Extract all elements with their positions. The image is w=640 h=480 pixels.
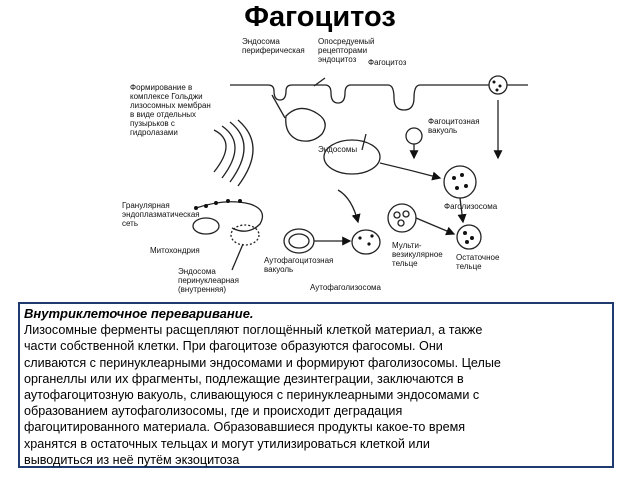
multivesicular-body (387, 203, 417, 233)
textbox-line: образованием аутофаголизосомы, где и про… (24, 404, 403, 419)
label-endosomes: Эндосомы (318, 145, 357, 154)
residual-body (456, 224, 482, 250)
exocytosis-vesicle (488, 75, 508, 95)
textbox-body: Лизосомные ферменты расщепляют поглощённ… (24, 322, 606, 468)
textbox-line: выводиться из неё путём экзоцитоза (24, 452, 240, 467)
autophagolysosome (351, 229, 381, 255)
label-phagocytosis: Фагоцитоз (368, 58, 407, 67)
textbox-line: части собственной клетки. При фагоцитозе… (24, 339, 443, 354)
label-mitochondrion: Митохондрия (150, 246, 200, 255)
textbox-line: аутофагоцитозную вакуоль, сливающуюся с … (24, 388, 480, 403)
slide-title: Фагоцитоз (244, 1, 396, 33)
golgi-complex (213, 119, 254, 187)
phagocytic-vacuole (405, 127, 423, 145)
textbox-line: хранятся в остаточных тельцах и могут ут… (24, 436, 430, 451)
peripheral-endosome (285, 107, 326, 142)
textbox-line: сливаются с перинуклеарными эндосомами и… (24, 355, 501, 370)
label-autophagolysosome: Аутофаголизосома (310, 283, 382, 292)
mitochondrion (192, 217, 220, 235)
phagolysosome (443, 165, 477, 199)
description-textbox: Внутриклеточное переваривание. Лизосомны… (18, 302, 614, 468)
perinuclear-endosome (230, 224, 260, 246)
textbox-line: фагоцитированного материала. Образовавши… (24, 420, 466, 435)
label-phagolysosome: Фаголизосома (444, 202, 498, 211)
textbox-line: Лизосомные ферменты расщепляют поглощённ… (24, 323, 483, 338)
textbox-line: органеллы или их фрагменты, подлежащие д… (24, 371, 464, 386)
granular-er (195, 201, 264, 232)
endosome (323, 139, 381, 175)
cell-membrane (230, 84, 528, 111)
textbox-heading: Внутриклеточное переваривание. (24, 306, 254, 321)
